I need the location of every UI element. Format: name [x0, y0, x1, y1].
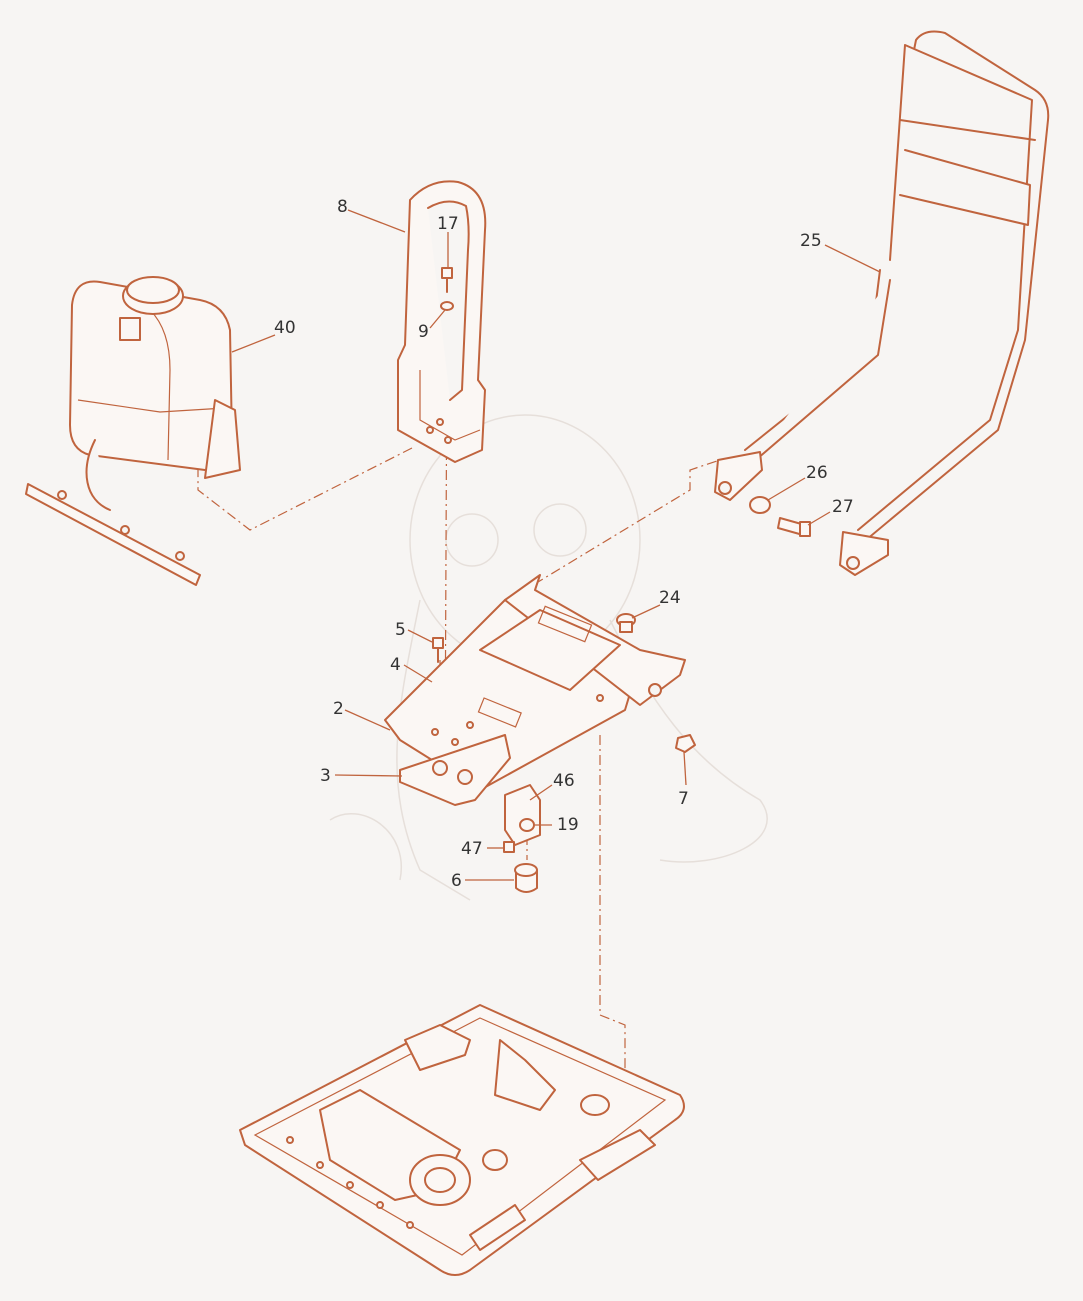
- callout-8: 8: [337, 197, 348, 217]
- callout-2: 2: [333, 699, 344, 719]
- part-7-nut: [675, 734, 696, 753]
- callout-47: 47: [461, 839, 483, 859]
- part-2-frame: [384, 574, 686, 791]
- callout-5: 5: [395, 620, 406, 640]
- callout-24: 24: [659, 588, 681, 608]
- callout-27: 27: [832, 497, 854, 517]
- callout-26: 26: [806, 463, 828, 483]
- part-27-bolt: [777, 517, 811, 537]
- callout-3: 3: [320, 766, 331, 786]
- callout-7: 7: [678, 789, 689, 809]
- callout-4: 4: [390, 655, 401, 675]
- part-40-tank: [25, 276, 241, 586]
- part-6-mount: [514, 863, 538, 893]
- callouts: 8 17 9 40 25 26 27 24 5 4 2 3 46 19 47 6…: [274, 197, 854, 891]
- callout-17: 17: [437, 214, 459, 234]
- part-5-screw: [432, 637, 444, 663]
- callout-25: 25: [800, 231, 822, 251]
- base-plate-assembly: [239, 1004, 685, 1276]
- part-9-washer: [440, 301, 454, 311]
- callout-46: 46: [553, 771, 575, 791]
- part-17-screw: [441, 267, 453, 293]
- callout-19: 19: [557, 815, 579, 835]
- part-19-nut: [519, 818, 535, 832]
- part-47-screw: [503, 841, 515, 853]
- part-3-frame: [399, 734, 511, 806]
- callout-9: 9: [418, 322, 429, 342]
- part-24-knob: [616, 613, 636, 633]
- callout-40: 40: [274, 318, 296, 338]
- part-8-bracket: [397, 180, 487, 463]
- part-25-handle: [714, 30, 1050, 576]
- part-26-washer: [749, 496, 771, 514]
- leader-lines: [231, 209, 881, 881]
- callout-6: 6: [451, 871, 462, 891]
- part-46-bracket: [504, 784, 541, 846]
